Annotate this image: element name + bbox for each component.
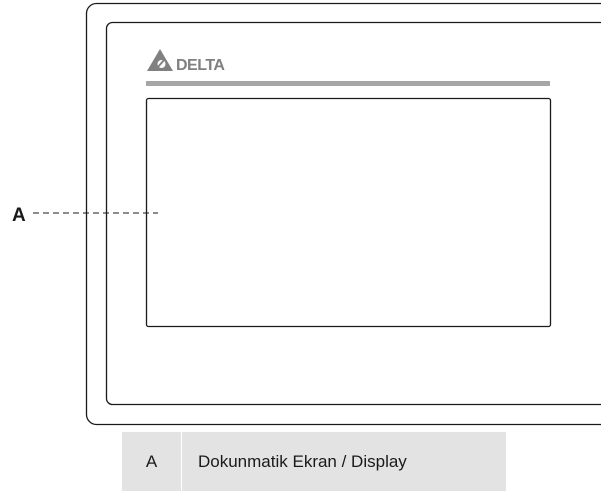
delta-logo-text: DELTA [176,57,225,74]
panel-outer-frame [85,2,601,426]
logo-divider-bar [146,81,550,86]
panel-inner-frame [105,21,601,406]
callout-label-a: A [12,205,26,226]
touch-screen-display [145,97,552,328]
legend-table: A Dokunmatik Ekran / Display [122,432,506,491]
delta-logo-icon [147,49,173,71]
legend-description: Dokunmatik Ekran / Display [198,451,407,471]
delta-logo: DELTA [147,49,226,74]
legend-row: A Dokunmatik Ekran / Display [122,432,506,491]
hmi-panel-diagram: DELTA A [12,2,601,426]
legend-key: A [122,432,182,491]
